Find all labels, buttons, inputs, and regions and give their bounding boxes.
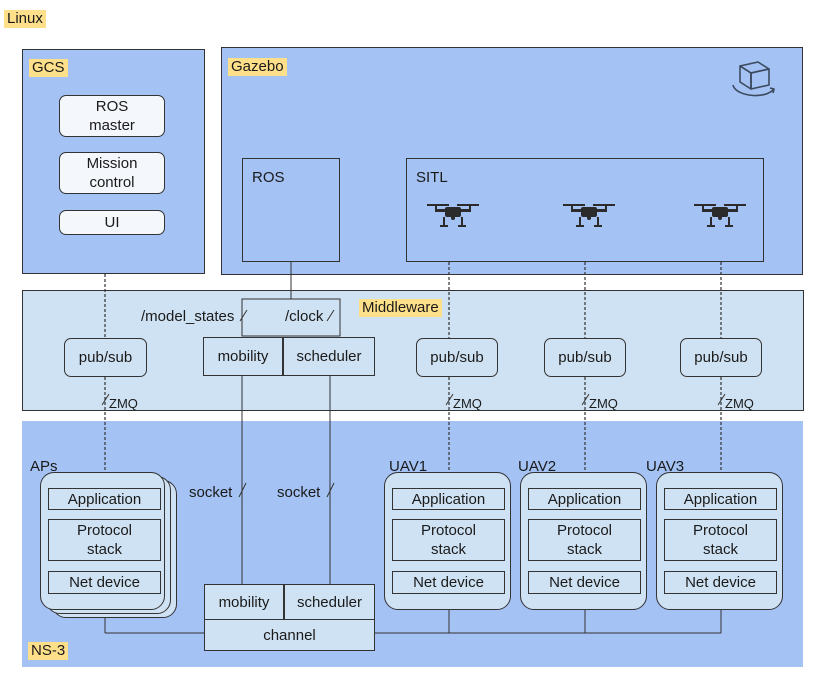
pubsub-uav3-box: pub/sub xyxy=(680,338,762,377)
drone-icon xyxy=(427,204,479,227)
aps-application-box: Application xyxy=(48,488,161,510)
uav2-node-label: UAV2 xyxy=(518,458,557,475)
pubsub-uav1-box: pub/sub xyxy=(416,338,498,377)
aps-node-label: APs xyxy=(30,458,58,475)
uav3-protocol-stack-box: Protocol stack xyxy=(664,519,777,561)
zmq-label-uav3: ZMQ xyxy=(725,396,754,411)
model-states-topic: /model_states xyxy=(141,308,235,325)
uav2-protocol-stack-box: Protocol stack xyxy=(528,519,641,561)
middleware-scheduler-box: scheduler xyxy=(283,337,375,376)
uav1-node-label: UAV1 xyxy=(389,458,428,475)
pubsub-uav2-box: pub/sub xyxy=(544,338,626,377)
zmq-label-gcs: ZMQ xyxy=(109,396,138,411)
socket-label-mobility: socket xyxy=(189,484,233,501)
linux-label: Linux xyxy=(4,10,46,28)
drone-icon xyxy=(563,204,615,227)
pubsub-gcs-box: pub/sub xyxy=(64,338,147,377)
uav1-protocol-stack-box: Protocol stack xyxy=(392,519,505,561)
uav2-application-box: Application xyxy=(528,488,641,510)
ns3-channel-box: channel xyxy=(204,619,375,651)
aps-protocol-stack-box: Protocol stack xyxy=(48,519,161,561)
gcs-label: GCS xyxy=(29,59,68,77)
drone-icon xyxy=(694,204,746,227)
clock-topic: /clock xyxy=(285,308,324,325)
socket-label-scheduler: socket xyxy=(277,484,321,501)
gazebo-ros-label: ROS xyxy=(252,169,285,186)
zmq-label-uav2: ZMQ xyxy=(589,396,618,411)
sitl-label: SITL xyxy=(416,169,448,186)
uav1-net-device-box: Net device xyxy=(392,571,505,594)
ns3-label: NS-3 xyxy=(28,642,69,660)
gazebo-label: Gazebo xyxy=(228,58,287,76)
uav3-application-box: Application xyxy=(664,488,777,510)
ns3-mobility-box: mobility xyxy=(204,584,284,620)
ns3-scheduler-box: scheduler xyxy=(284,584,375,620)
gazebo-ros-box xyxy=(242,158,340,262)
uav3-net-device-box: Net device xyxy=(664,571,777,594)
gazebo-cube-icon xyxy=(732,61,775,97)
uav2-net-device-box: Net device xyxy=(528,571,641,594)
uav3-node-label: UAV3 xyxy=(646,458,685,475)
uav1-application-box: Application xyxy=(392,488,505,510)
middleware-label: Middleware xyxy=(359,299,442,317)
zmq-label-uav1: ZMQ xyxy=(453,396,482,411)
ui-box: UI xyxy=(59,210,165,235)
mission-control-box: Mission control xyxy=(59,152,165,194)
ros-master-box: ROS master xyxy=(59,95,165,137)
middleware-mobility-box: mobility xyxy=(203,337,283,376)
aps-net-device-box: Net device xyxy=(48,571,161,594)
